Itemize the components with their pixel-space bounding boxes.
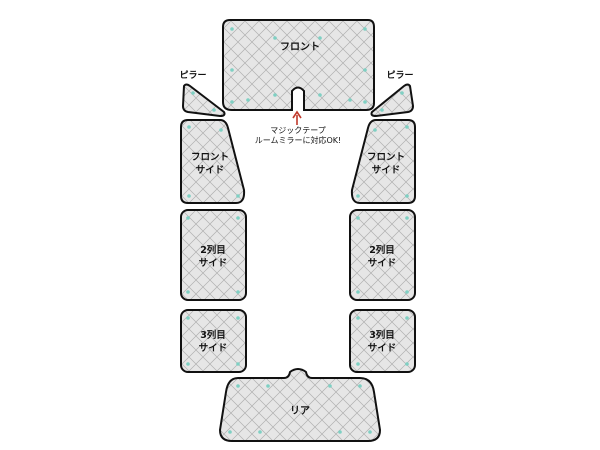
magic-tape-slit — [291, 92, 305, 100]
suction-cup-dot — [236, 194, 240, 198]
suction-cup-dot — [186, 362, 190, 366]
suction-cup-dot — [212, 108, 216, 112]
label-row2-left-1: 2列目 — [200, 244, 226, 256]
label-rear: リア — [290, 405, 310, 417]
panel-row3-left: 3列目 サイド — [180, 309, 247, 373]
suction-cup-dot — [230, 100, 234, 104]
suction-cup-dot — [318, 36, 322, 40]
panel-rear-shape — [218, 368, 382, 442]
suction-cup-dot — [405, 194, 409, 198]
suction-cup-dot — [358, 384, 362, 388]
arrow-up-icon — [292, 110, 302, 125]
suction-cup-dot — [405, 290, 409, 294]
suction-cup-dot — [348, 98, 352, 102]
suction-cup-dot — [246, 98, 250, 102]
suction-cup-dot — [338, 430, 342, 434]
suction-cup-dot — [186, 316, 190, 320]
suction-cup-dot — [230, 27, 234, 31]
panel-front-side-left: フロント サイド — [180, 119, 246, 204]
label-front-side-right-1: フロント — [367, 152, 405, 163]
suction-cup-dot — [236, 384, 240, 388]
suction-cup-dot — [228, 430, 232, 434]
suction-cups — [186, 27, 409, 434]
panel-row2-right: 2列目 サイド — [349, 209, 416, 301]
note-line-2: ルームミラーに対応OK! — [255, 135, 342, 145]
suction-cup-dot — [363, 100, 367, 104]
suction-cup-dot — [363, 68, 367, 72]
panel-front-shape — [222, 19, 375, 111]
suction-cup-dot — [356, 362, 360, 366]
suction-cup-dot — [187, 125, 191, 129]
suction-cup-dot — [187, 194, 191, 198]
panel-front-side-right-shape — [350, 119, 416, 204]
panel-rear: リア — [218, 368, 382, 442]
suction-cup-dot — [356, 316, 360, 320]
suction-cup-dot — [356, 194, 360, 198]
panel-row3-right: 3列目 サイド — [349, 309, 416, 373]
suction-cup-dot — [363, 27, 367, 31]
panel-pillar-right: ピラー — [370, 69, 415, 118]
label-row3-left-2: サイド — [199, 343, 228, 354]
note-line-1: マジックテープ — [270, 126, 326, 135]
suction-cup-dot — [191, 91, 195, 95]
label-front: フロント — [280, 41, 320, 53]
suction-cup-dot — [219, 128, 223, 132]
suction-cup-dot — [186, 290, 190, 294]
label-row3-right-2: サイド — [368, 343, 397, 354]
panel-front: フロント — [222, 19, 375, 111]
label-row2-left-2: サイド — [199, 258, 228, 269]
label-front-side-right-2: サイド — [372, 165, 401, 176]
label-row2-right-1: 2列目 — [369, 244, 395, 256]
label-row3-left-1: 3列目 — [200, 329, 226, 341]
suction-cup-dot — [236, 290, 240, 294]
suction-cup-dot — [236, 316, 240, 320]
label-front-side-left-2: サイド — [196, 165, 225, 176]
suction-cup-dot — [318, 93, 322, 97]
suction-cup-dot — [236, 362, 240, 366]
suction-cup-dot — [186, 216, 190, 220]
suction-cup-dot — [400, 91, 404, 95]
suction-cup-dot — [405, 316, 409, 320]
panel-row2-left-shape — [180, 209, 247, 301]
suction-cup-dot — [230, 68, 234, 72]
label-front-side-left-1: フロント — [191, 152, 229, 163]
suction-cup-dot — [328, 384, 332, 388]
suction-cup-dot — [356, 216, 360, 220]
suction-cup-dot — [266, 384, 270, 388]
magic-tape-note: マジックテープ ルームミラーに対応OK! — [255, 110, 342, 145]
label-row3-right-1: 3列目 — [369, 329, 395, 341]
suction-cup-dot — [373, 128, 377, 132]
panel-row2-right-shape — [349, 209, 416, 301]
suction-cup-dot — [258, 430, 262, 434]
label-pillar-right: ピラー — [386, 69, 413, 81]
panel-pillar-left: ピラー — [179, 69, 226, 118]
suction-cup-dot — [405, 362, 409, 366]
suction-cup-dot — [380, 108, 384, 112]
suction-cup-dot — [368, 430, 372, 434]
panel-row3-right-shape — [349, 309, 416, 373]
panel-row3-left-shape — [180, 309, 247, 373]
panel-row2-left: 2列目 サイド — [180, 209, 247, 301]
panel-pillar-right-shape — [370, 83, 415, 118]
suction-cup-dot — [273, 36, 277, 40]
suction-cup-dot — [405, 216, 409, 220]
suction-cup-dot — [356, 290, 360, 294]
panel-front-side-left-shape — [180, 119, 246, 204]
suction-cup-dot — [273, 93, 277, 97]
panel-front-side-right: フロント サイド — [350, 119, 416, 204]
label-pillar-left: ピラー — [179, 69, 206, 81]
label-row2-right-2: サイド — [368, 258, 397, 269]
panel-pillar-left-shape — [181, 83, 226, 118]
suction-cup-dot — [236, 216, 240, 220]
suction-cup-dot — [405, 125, 409, 129]
